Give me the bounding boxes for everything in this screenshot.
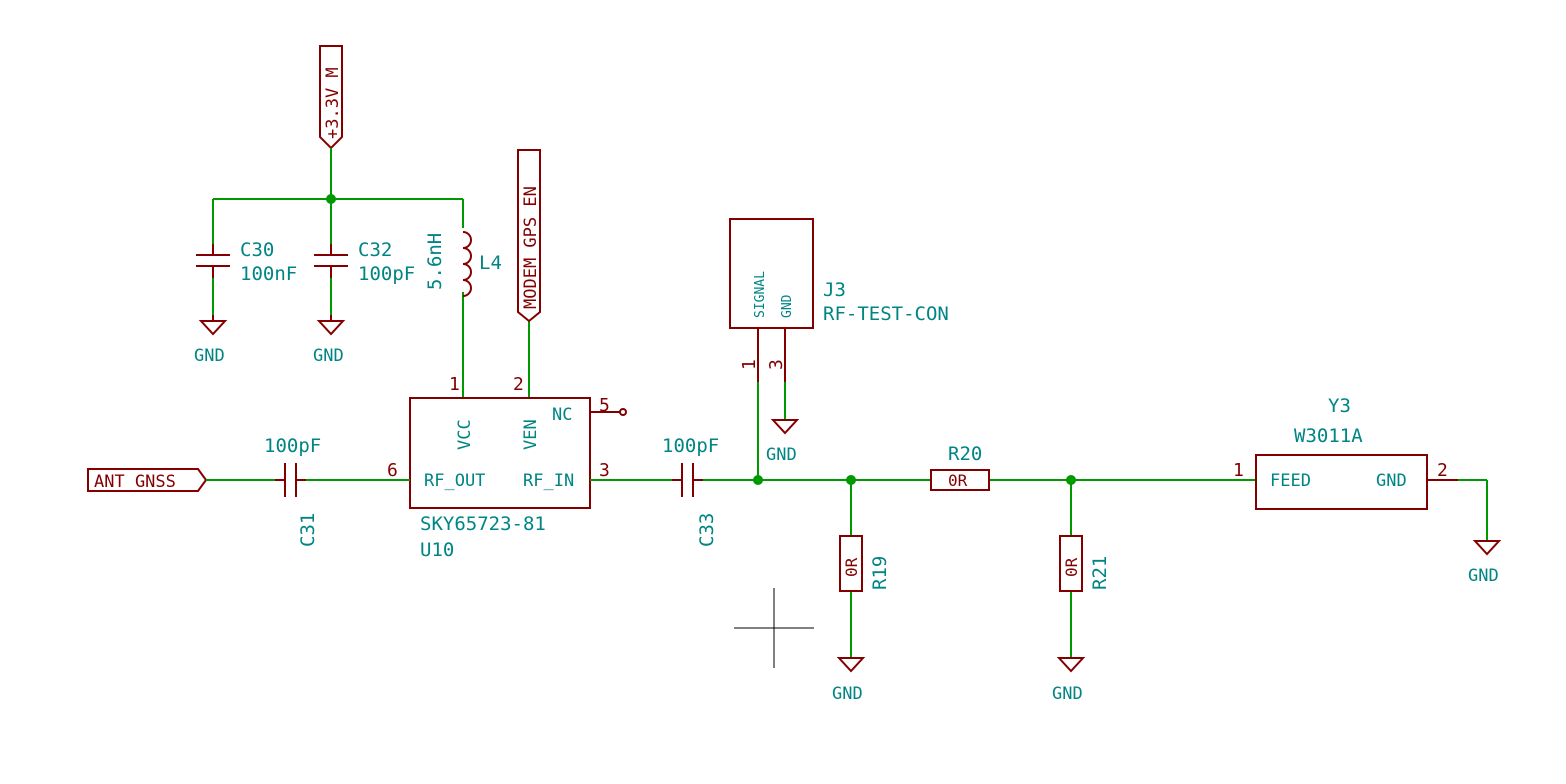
c32-ref: C32 [358,239,392,261]
resistor-r20: 0R R20 [930,443,990,491]
y3-pin-gnd: GND [1376,471,1407,491]
resistor-r19: 0R R19 [839,535,891,592]
c31-ref: C31 [297,513,319,547]
net-label-gps-enable-text: MODEM_GPS_EN [521,186,541,309]
antenna-y3: Y3 W3011A FEED GND 1 2 [1233,395,1458,510]
y3-pin-number-feed: 1 [1233,460,1244,481]
l4-value: 5.6nH [424,233,446,290]
resistor-r21: 0R R21 [1059,535,1111,592]
c33-ref: C33 [696,513,718,547]
u10-ref: U10 [420,539,454,561]
r21-value: 0R [1062,557,1081,577]
crosshair-cursor-icon [734,588,814,668]
gnd-label: GND [313,346,344,366]
supply-rail-wires [212,148,530,398]
y3-ref: Y3 [1328,395,1351,417]
gnd-symbol: GND [832,657,866,704]
junction-dot [1066,475,1076,485]
rf-path-wires [206,382,1488,658]
gnd-symbol: GND [1468,540,1502,586]
power-label-3v3-text: +3.3V_M [323,67,343,139]
junction-dot [846,475,856,485]
gnd-label: GND [766,445,797,465]
u10-pin-rf-in: RF_IN [523,471,574,491]
capacitor-c30: C30 100nF [196,239,297,285]
j3-pin-signal: SIGNAL [753,271,768,318]
j3-pin-number-signal: 1 [739,359,760,370]
ic-u10: 1 2 VCC VEN NC RF_OUT RF_IN 5 6 3 SKY657… [387,374,627,561]
j3-ref: J3 [823,279,846,301]
r19-ref: R19 [869,556,891,590]
c30-ref: C30 [240,239,274,261]
r21-ref: R21 [1089,556,1111,590]
u10-pin-nc: NC [552,405,572,425]
net-label-gps-enable: MODEM_GPS_EN [517,149,541,323]
r19-value: 0R [842,557,861,577]
gnd-symbol: GND [313,315,346,366]
j3-pin-number-gnd: 3 [766,359,787,370]
l4-ref: L4 [479,252,502,274]
gnd-label: GND [194,346,225,366]
gnd-label: GND [832,684,863,704]
c32-value: 100pF [358,263,415,285]
gnd-symbol: GND [766,419,800,465]
c33-value: 100pF [662,435,719,457]
u10-pin-rf-out: RF_OUT [424,471,485,491]
j3-value: RF-TEST-CON [823,303,949,325]
capacitor-c31: 100pF C31 [264,435,321,547]
u10-pin-ven: VEN [521,419,541,450]
junction-dot [326,194,336,204]
r20-ref: R20 [948,443,982,465]
u10-pin-number-nc: 5 [599,395,610,416]
inductor-l4: 5.6nH L4 [424,231,502,297]
c30-value: 100nF [240,263,297,285]
net-label-antenna: ANT_GNSS [87,468,208,492]
power-label-3v3: +3.3V_M [319,45,343,150]
capacitor-c33: 100pF C33 [662,435,719,547]
net-label-antenna-text: ANT_GNSS [94,472,176,492]
u10-pin-number-rf-out: 6 [387,460,398,481]
u10-value: SKY65723-81 [420,513,546,535]
gnd-symbol: GND [1052,657,1086,704]
connector-j3: SIGNAL GND 1 3 J3 RF-TEST-CON [729,218,949,382]
gnd-symbol: GND [194,315,228,366]
u10-pin-number-vcc: 1 [449,374,460,395]
j3-pin-gnd: GND [780,294,795,318]
capacitor-c32: C32 100pF [314,239,415,285]
y3-pin-feed: FEED [1270,471,1311,491]
gnd-label: GND [1052,684,1083,704]
junction-dot [753,475,763,485]
u10-pin-number-ven: 2 [513,374,524,395]
r20-value: 0R [948,471,968,490]
y3-value: W3011A [1294,425,1363,447]
y3-pin-number-gnd: 2 [1437,460,1448,481]
u10-pin-vcc: VCC [455,419,475,450]
u10-pin-number-rf-in: 3 [599,460,610,481]
c31-value: 100pF [264,435,321,457]
gnd-label: GND [1468,566,1499,586]
